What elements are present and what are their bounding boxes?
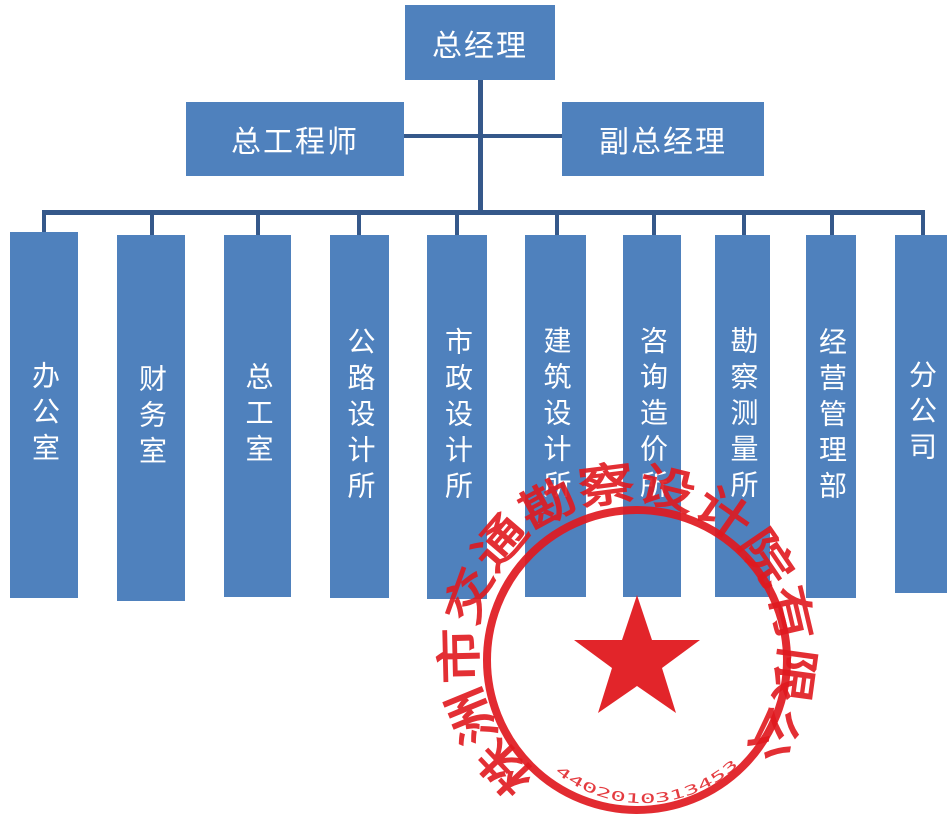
dept-label: 咨询造价所 <box>636 326 669 506</box>
dept-box-branch: 分公司 <box>895 235 947 593</box>
connector-drop-6 <box>555 210 559 235</box>
dept-box-finance: 财务室 <box>117 235 185 601</box>
dept-label: 办公室 <box>28 361 61 469</box>
dept-label: 勘察测量所 <box>726 326 760 506</box>
connector-ceo-down <box>478 79 483 214</box>
dept-box-office: 办公室 <box>10 232 78 598</box>
dept-label: 建筑设计所 <box>539 326 573 506</box>
seal-outer-ring <box>483 506 791 814</box>
dept-box-municipal-design: 市政设计所 <box>427 235 487 599</box>
connector-drop-9 <box>830 210 834 235</box>
ceo-box: 总经理 <box>405 5 555 80</box>
seal-arc-text: 株洲市交通勘察设计院有限公司 <box>0 0 824 806</box>
dept-box-cost-consulting: 咨询造价所 <box>623 235 681 597</box>
seal-arc-textpath: 株洲市交通勘察设计院有限公司 <box>0 0 824 806</box>
chief-engineer-box: 总工程师 <box>186 102 404 176</box>
dept-box-highway-design: 公路设计所 <box>330 235 389 598</box>
connector-drop-3 <box>256 210 260 235</box>
deputy-gm-label: 副总经理 <box>599 125 727 160</box>
connector-drop-7 <box>652 210 656 235</box>
connector-drop-5 <box>455 210 459 235</box>
connector-dept-bus <box>42 210 925 215</box>
connector-drop-4 <box>357 210 361 235</box>
dept-label: 财务室 <box>135 364 168 472</box>
dept-box-business-management: 经营管理部 <box>806 235 856 598</box>
dept-label: 市政设计所 <box>441 327 474 507</box>
chief-engineer-label: 总工程师 <box>231 125 359 160</box>
seal-star-icon <box>574 595 700 713</box>
connector-drop-8 <box>742 210 746 235</box>
connector-drop-2 <box>150 210 154 235</box>
dept-label: 分公司 <box>905 360 938 468</box>
deputy-gm-box: 副总经理 <box>562 102 764 176</box>
dept-box-chief-engineering: 总工室 <box>224 235 291 597</box>
connector-drop-1 <box>42 210 46 232</box>
dept-label: 公路设计所 <box>343 326 377 507</box>
connector-deputies <box>403 134 563 138</box>
ceo-label: 总经理 <box>432 28 528 64</box>
dept-label: 经营管理部 <box>815 326 848 507</box>
connector-drop-10 <box>921 210 925 235</box>
dept-label: 总工室 <box>241 362 275 470</box>
